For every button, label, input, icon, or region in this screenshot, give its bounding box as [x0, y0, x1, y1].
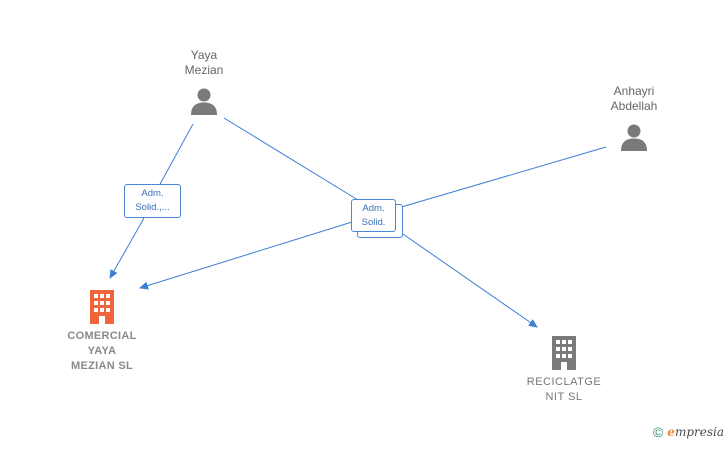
person-name: Anhayri Abdellah [598, 84, 670, 114]
brand-initial: e [667, 425, 675, 439]
building-icon [514, 336, 614, 370]
company-name: COMERCIAL YAYA MEZIAN SL [52, 329, 152, 374]
building-icon [52, 290, 152, 324]
person-icon [598, 123, 670, 151]
relation-badge-line: Solid. [361, 217, 386, 228]
person-node-yaya-mezian[interactable]: Yaya Mezian [168, 48, 240, 115]
edge-badge1-to-comercial [109, 217, 145, 279]
company-name-line: MEZIAN SL [71, 360, 133, 372]
company-node-reciclatge-nit[interactable]: RECICLATGE NIT SL [514, 336, 614, 405]
edge-yaya-to-badge1 [158, 123, 194, 187]
company-node-comercial-yaya-mezian[interactable]: COMERCIAL YAYA MEZIAN SL [52, 290, 152, 374]
relation-badge-line: Solid.,... [135, 202, 170, 213]
relation-badge-line: Adm. [141, 188, 164, 199]
person-name-line: Yaya [190, 48, 218, 62]
person-name-line: Anhayri [613, 84, 655, 98]
company-name-line: YAYA [87, 345, 117, 357]
edge-yaya-to-badge2 [223, 117, 359, 201]
person-node-anhayri-abdellah[interactable]: Anhayri Abdellah [598, 84, 670, 151]
copyright-symbol: © [652, 424, 664, 440]
relation-badge-line: Adm. [362, 203, 385, 214]
brand-rest: mpresia [674, 425, 724, 439]
company-name-line: COMERCIAL [67, 330, 137, 342]
company-name-line: NIT SL [545, 391, 583, 403]
relation-badge-adm-solid-multiple[interactable]: Adm. Solid. [351, 199, 396, 232]
person-name-line: Abdellah [610, 99, 658, 113]
person-icon [168, 87, 240, 115]
company-name-line: RECICLATGE [526, 376, 602, 388]
company-name: RECICLATGE NIT SL [514, 375, 614, 405]
person-name-line: Mezian [184, 63, 224, 77]
edge-badge2-to-comercial [139, 221, 353, 290]
empresia-watermark: © empresia [653, 424, 724, 440]
edge-badge2-to-reciclatge [399, 231, 538, 328]
person-name: Yaya Mezian [168, 48, 240, 78]
edge-anhayri-to-badge2 [397, 146, 607, 209]
brand-logo: empresia [667, 425, 724, 439]
relation-badge-adm-solid[interactable]: Adm. Solid.,... [124, 184, 181, 218]
